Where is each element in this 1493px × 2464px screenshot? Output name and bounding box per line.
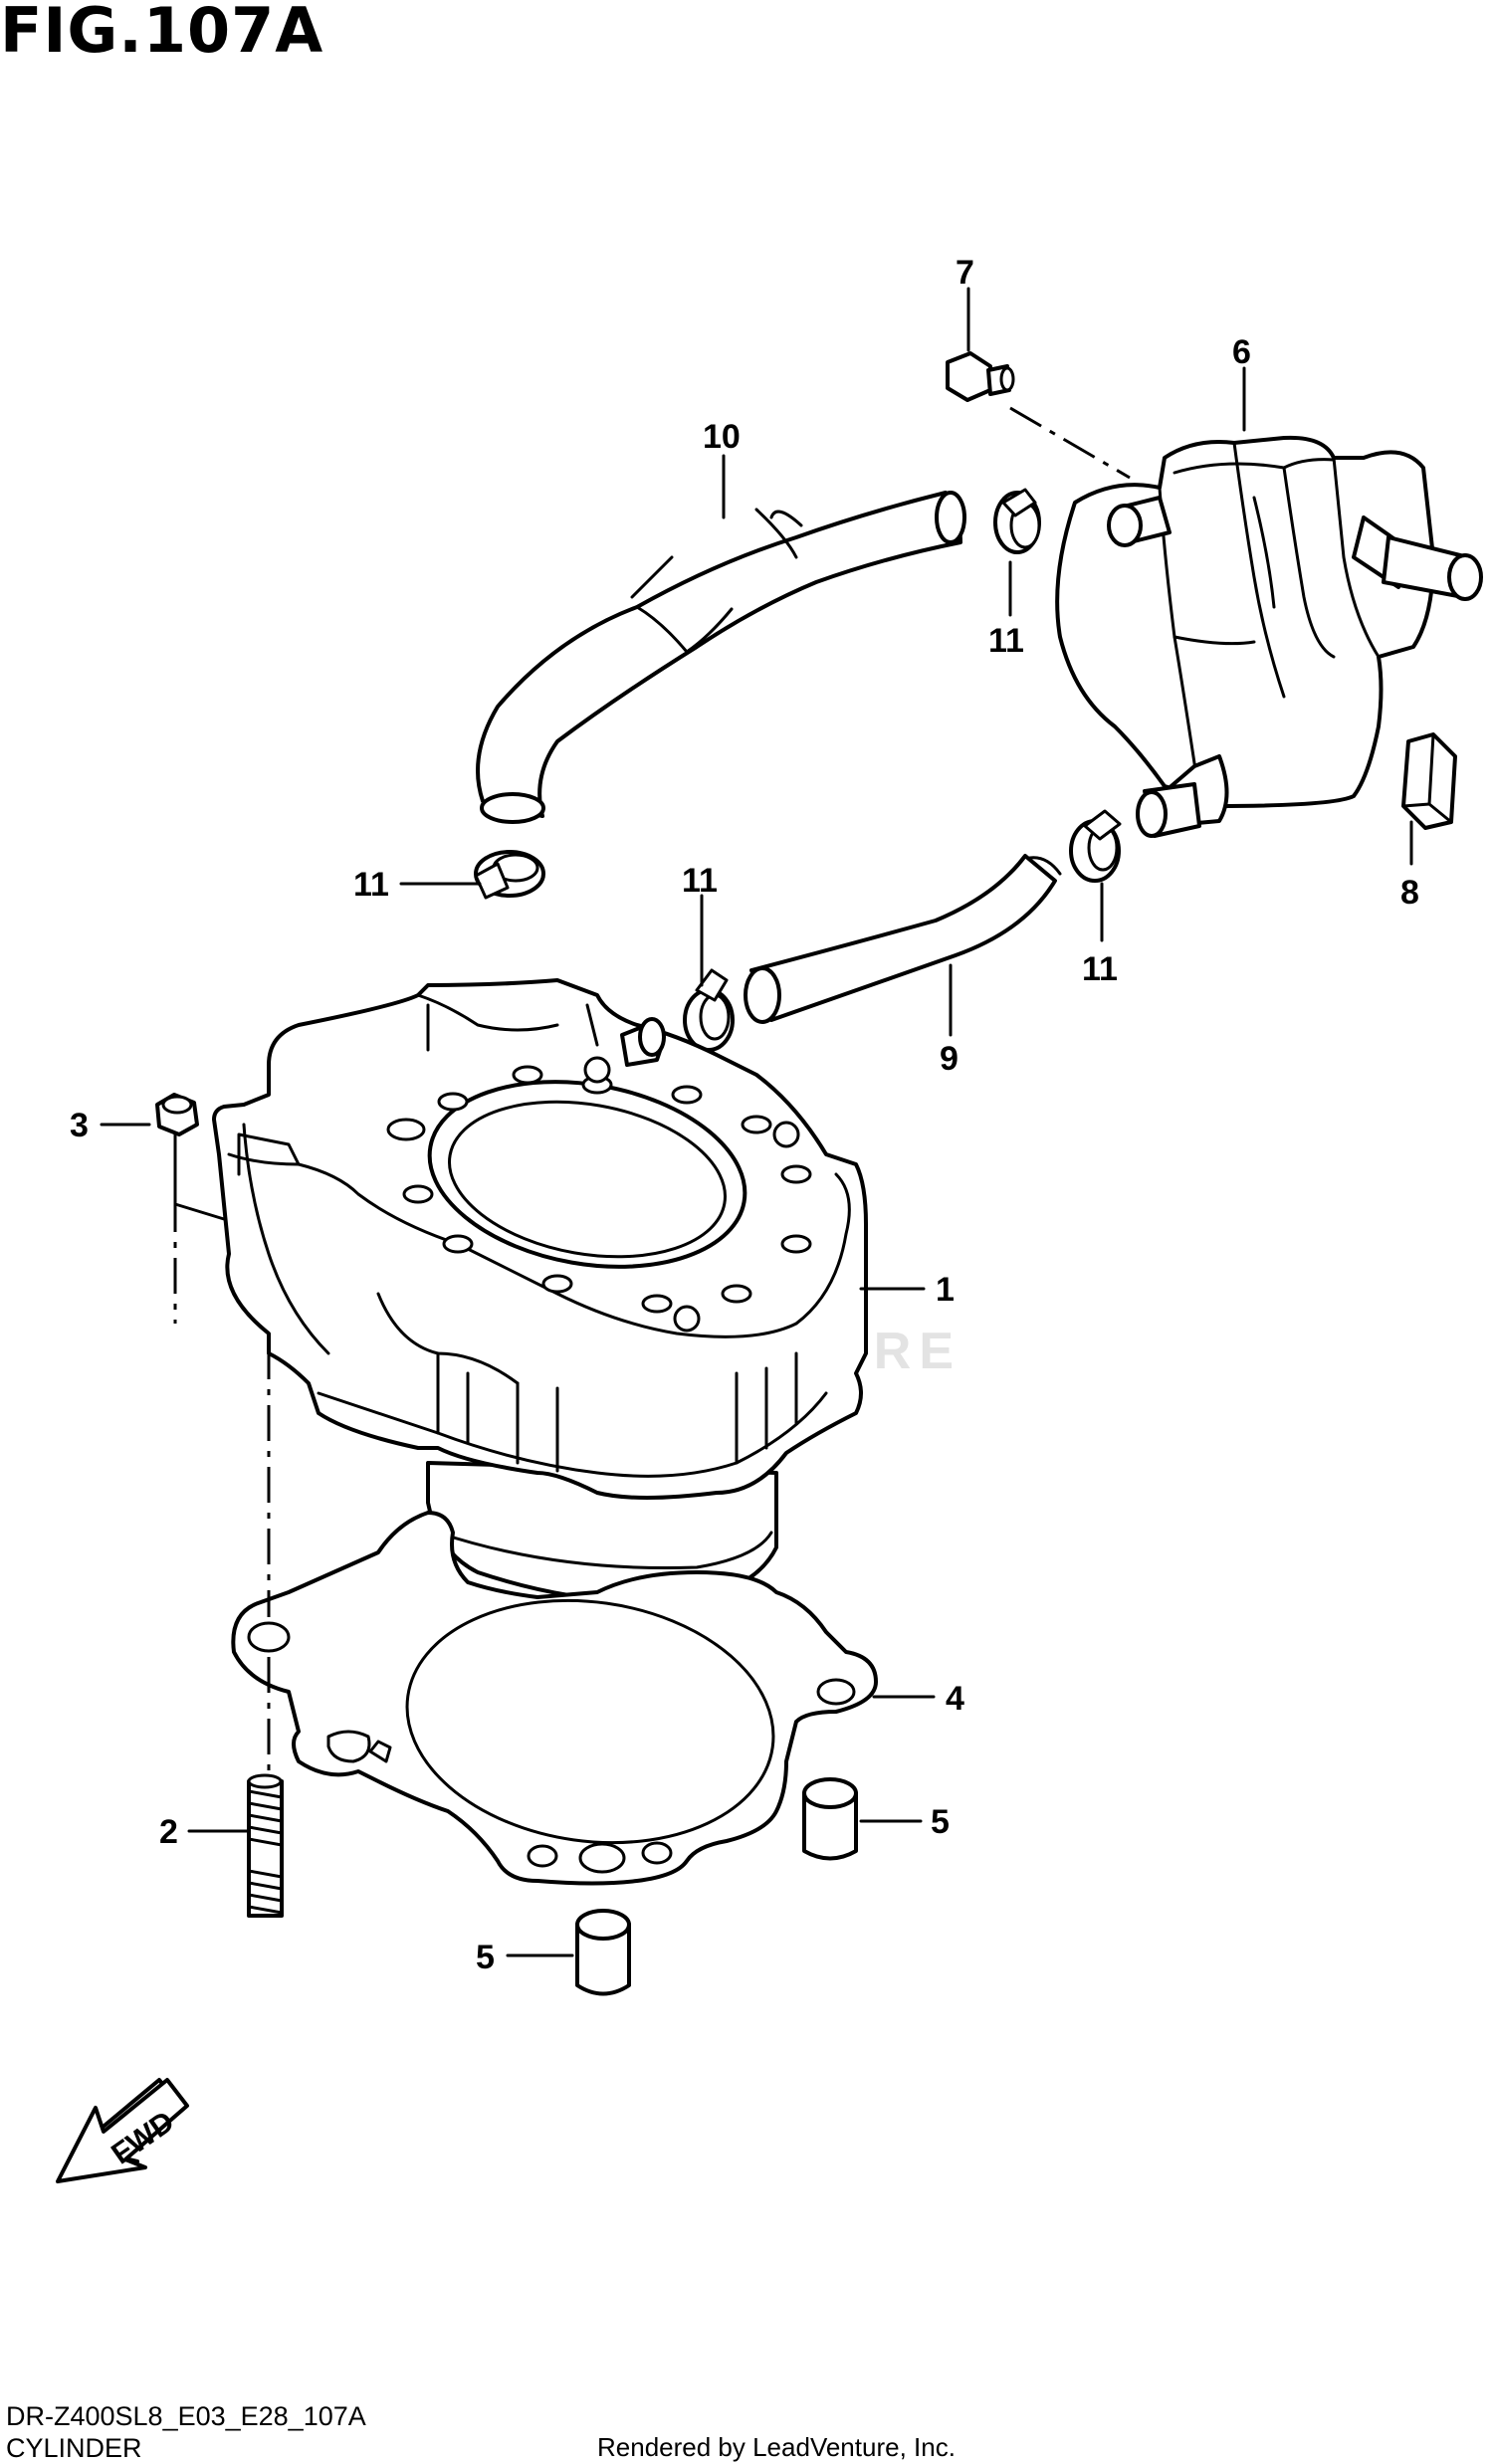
clamp-lower-right[interactable] bbox=[1069, 809, 1122, 883]
cylinder[interactable] bbox=[212, 978, 868, 1604]
callout-2: 2 bbox=[159, 1813, 178, 1851]
hose-lower[interactable] bbox=[744, 854, 1062, 1024]
callout-11-upper-left: 11 bbox=[353, 866, 389, 904]
reservoir-tank[interactable] bbox=[1055, 435, 1483, 838]
dowel-pin-upper[interactable] bbox=[802, 1777, 858, 1861]
clamp-upper-right[interactable] bbox=[993, 488, 1041, 554]
callout-numbers: 7 6 10 11 11 11 11 8 9 3 1 4 5 2 5 bbox=[70, 254, 1419, 1976]
stud[interactable] bbox=[173, 1134, 284, 1918]
leader-lines bbox=[100, 287, 1413, 1957]
callout-11-upper-right: 11 bbox=[988, 622, 1024, 660]
cylinder-gasket[interactable] bbox=[231, 1511, 878, 1886]
callout-3: 3 bbox=[70, 1107, 89, 1144]
diagram-name: CYLINDER bbox=[6, 2433, 142, 2463]
dowel-pin-lower[interactable] bbox=[575, 1909, 631, 1996]
callout-4: 4 bbox=[946, 1680, 964, 1718]
clamp-middle[interactable] bbox=[683, 968, 735, 1052]
callout-8: 8 bbox=[1400, 874, 1419, 912]
bolt[interactable] bbox=[946, 351, 1131, 480]
callout-11-middle: 11 bbox=[682, 862, 718, 900]
callout-11-lower-right: 11 bbox=[1082, 950, 1118, 988]
nut[interactable] bbox=[155, 1093, 199, 1136]
hose-upper[interactable] bbox=[476, 491, 966, 824]
coolant-passages bbox=[386, 1056, 812, 1333]
fwd-arrow: FWD bbox=[56, 2078, 189, 2183]
figure-title: FIG.107A bbox=[0, 0, 324, 67]
callout-1: 1 bbox=[936, 1271, 955, 1309]
render-credit: Rendered by LeadVenture, Inc. bbox=[597, 2432, 956, 2462]
clamp-upper-left[interactable] bbox=[474, 850, 545, 900]
callout-5-upper: 5 bbox=[931, 1803, 950, 1841]
diagram-code: DR-Z400SL8_E03_E28_107A bbox=[6, 2401, 366, 2431]
callout-10: 10 bbox=[703, 418, 741, 456]
callout-7: 7 bbox=[956, 254, 974, 292]
callout-6: 6 bbox=[1232, 333, 1251, 371]
callout-5-lower: 5 bbox=[476, 1939, 495, 1976]
callout-9: 9 bbox=[940, 1040, 959, 1078]
cushion[interactable] bbox=[1401, 732, 1457, 830]
